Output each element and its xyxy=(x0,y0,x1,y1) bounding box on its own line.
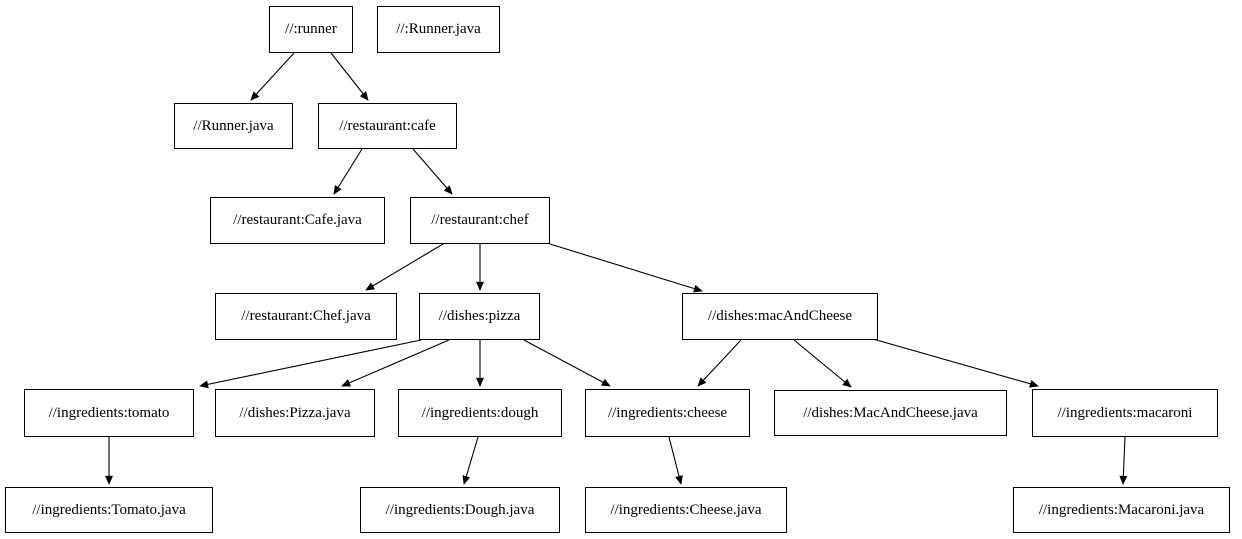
node-cheese: //ingredients:cheese xyxy=(585,389,750,437)
edge-chef-to-chef-java xyxy=(365,243,444,291)
node-tomato: //ingredients:tomato xyxy=(24,389,194,437)
edge-chef-to-mac-and-cheese xyxy=(549,243,703,293)
node-cafe: //restaurant:cafe xyxy=(318,103,457,149)
node-mac-and-cheese: //dishes:macAndCheese xyxy=(682,293,878,340)
node-pizza: //dishes:pizza xyxy=(419,293,540,340)
edge-cafe-to-cafe-java xyxy=(333,148,363,195)
edge-macaroni-to-macaroni-java xyxy=(1119,436,1128,485)
node-tomato-java: //ingredients:Tomato.java xyxy=(5,487,213,533)
edge-cafe-to-chef xyxy=(412,148,453,195)
edge-mac-and-cheese-to-cheese xyxy=(697,339,742,387)
node-chef-java: //restaurant:Chef.java xyxy=(215,293,397,340)
node-pizza-java: //dishes:Pizza.java xyxy=(215,389,375,437)
edge-cheese-to-cheese-java xyxy=(668,436,683,485)
node-macaroni-java: //ingredients:Macaroni.java xyxy=(1013,487,1230,533)
node-runner-java-root: //:Runner.java xyxy=(377,6,500,53)
node-macaroni: //ingredients:macaroni xyxy=(1032,389,1218,437)
node-dough-java: //ingredients:Dough.java xyxy=(360,487,560,533)
node-runner: //:runner xyxy=(269,6,353,53)
edge-dough-to-dough-java xyxy=(462,436,479,485)
node-chef: //restaurant:chef xyxy=(410,197,550,244)
edge-pizza-to-pizza-java xyxy=(341,339,450,387)
edge-mac-and-cheese-to-macaroni xyxy=(872,338,1039,388)
edge-pizza-to-tomato xyxy=(199,339,422,389)
edge-runner-to-runner-java-file xyxy=(250,52,295,101)
node-mac-and-cheese-java: //dishes:MacAndCheese.java xyxy=(774,390,1007,436)
node-cheese-java: //ingredients:Cheese.java xyxy=(585,487,787,533)
node-dough: //ingredients:dough xyxy=(398,389,562,437)
node-runner-java-file: //Runner.java xyxy=(174,103,293,149)
edge-pizza-to-cheese xyxy=(523,339,611,387)
edge-runner-to-cafe xyxy=(330,52,369,101)
node-cafe-java: //restaurant:Cafe.java xyxy=(210,197,385,244)
edge-mac-and-cheese-to-mac-and-cheese-java xyxy=(793,339,852,388)
